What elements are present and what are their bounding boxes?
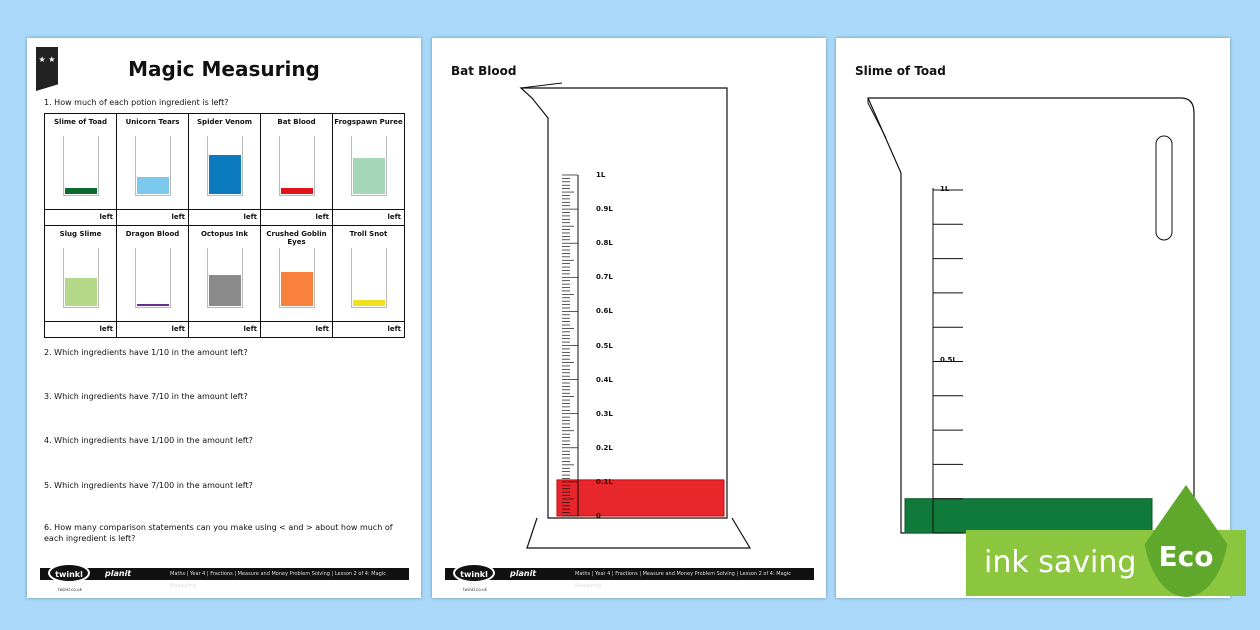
ingredient-cell: Unicorn Tears bbox=[116, 113, 189, 210]
page-title: Slime of Toad bbox=[855, 64, 946, 78]
ingredient-cell: Frogspawn Puree bbox=[332, 113, 405, 210]
question-1: 1. How much of each potion ingredient is… bbox=[44, 98, 229, 107]
twinkl-logo: twinkl bbox=[48, 563, 90, 583]
scale-label: 0.3L bbox=[596, 409, 613, 418]
liquid-fill bbox=[352, 157, 385, 194]
scale-label: 0.7L bbox=[596, 273, 613, 282]
ingredient-name: Frogspawn Puree bbox=[334, 118, 403, 126]
worksheet-page-3[interactable]: Slime of Toad 1L 0.5L bbox=[836, 38, 1230, 598]
worksheet-page-2[interactable]: Bat Blood 1L 0.9L 0.8L 0.7L 0.6L 0.5L 0.4L 0.3L… bbox=[432, 38, 826, 598]
planit-logo: planit bbox=[510, 569, 537, 578]
mini-beaker bbox=[62, 136, 99, 196]
question-2: 2. Which ingredients have 1/10 in the am… bbox=[44, 348, 248, 357]
footer-bar: twinkl planit Maths | Year 4 | Fractions |… bbox=[40, 563, 409, 592]
ingredient-cell: Dragon Blood bbox=[116, 225, 189, 322]
scale-label: 0.2L bbox=[596, 443, 613, 452]
footer-text: Maths | Year 4 | Fractions | Measure and… bbox=[575, 571, 791, 589]
liquid-fill bbox=[352, 300, 385, 306]
mini-beaker bbox=[134, 248, 171, 308]
ingredient-cell: Slug Slime bbox=[44, 225, 117, 322]
mini-beaker bbox=[278, 136, 315, 196]
answer-cell[interactable]: left bbox=[260, 321, 333, 338]
scale-label: 0.1L bbox=[596, 477, 613, 486]
liquid-fill bbox=[208, 275, 241, 306]
liquid-fill bbox=[64, 188, 97, 194]
ingredient-cell: Troll Snot bbox=[332, 225, 405, 322]
scale-label: 0.5L bbox=[596, 341, 613, 350]
answer-cell[interactable]: left bbox=[44, 321, 117, 338]
liquid-fill bbox=[64, 278, 97, 306]
liquid-fill bbox=[904, 498, 1153, 534]
question-6: 6. How many comparison statements can yo… bbox=[44, 523, 393, 543]
ingredients-table: Slime of Toad Unicorn Tears Spider Venom Ba… bbox=[44, 113, 405, 338]
page-title: Bat Blood bbox=[451, 64, 517, 78]
ingredient-cell: Bat Blood bbox=[260, 113, 333, 210]
ingredient-cell: Crushed Goblin Eyes bbox=[260, 225, 333, 322]
liquid-fill bbox=[208, 154, 241, 194]
question-4: 4. Which ingredients have 1/100 in the a… bbox=[44, 436, 253, 445]
ingredient-cell: Slime of Toad bbox=[44, 113, 117, 210]
label-0-5l: 0.5L bbox=[940, 356, 957, 364]
liquid-fill bbox=[136, 304, 169, 306]
liquid-fill bbox=[280, 188, 313, 194]
mini-beaker bbox=[206, 248, 243, 308]
footer-site: twinkl.co.uk bbox=[463, 587, 487, 592]
scale-label: 0.8L bbox=[596, 239, 613, 248]
ingredient-name: Unicorn Tears bbox=[125, 118, 180, 126]
mini-beaker bbox=[350, 136, 387, 196]
liquid-fill bbox=[556, 479, 725, 517]
star-ribbon-icon: ★ ★ bbox=[36, 47, 58, 91]
ingredient-name: Troll Snot bbox=[349, 230, 388, 238]
question-3: 3. Which ingredients have 7/10 in the am… bbox=[44, 392, 248, 401]
scale-label: 1L bbox=[596, 171, 606, 179]
mini-beaker bbox=[206, 136, 243, 196]
answer-cell[interactable]: left bbox=[332, 209, 405, 226]
scale-label: 0.9L bbox=[596, 205, 613, 214]
ingredient-name: Bat Blood bbox=[277, 118, 316, 126]
mini-beaker bbox=[350, 248, 387, 308]
footer-site: twinkl.co.uk bbox=[58, 587, 82, 592]
page-title: Magic Measuring bbox=[128, 57, 320, 81]
answer-cell[interactable]: left bbox=[332, 321, 405, 338]
mini-beaker bbox=[62, 248, 99, 308]
answer-cell[interactable]: left bbox=[188, 209, 261, 226]
ingredient-cell: Spider Venom bbox=[188, 113, 261, 210]
twinkl-logo: twinkl bbox=[453, 563, 495, 583]
planit-logo: planit bbox=[105, 569, 132, 578]
answer-cell[interactable]: left bbox=[116, 209, 189, 226]
liquid-fill bbox=[280, 272, 313, 306]
footer-bar: twinkl planit Maths | Year 4 | Fractions |… bbox=[445, 563, 814, 592]
answer-cell[interactable]: left bbox=[116, 321, 189, 338]
ingredient-name: Spider Venom bbox=[197, 118, 252, 126]
ingredient-name: Crushed Goblin Eyes bbox=[266, 230, 327, 246]
ingredient-cell: Octopus Ink bbox=[188, 225, 261, 322]
scale-label: 0.4L bbox=[596, 375, 613, 384]
ingredient-name: Slug Slime bbox=[59, 230, 102, 238]
mini-beaker bbox=[134, 136, 171, 196]
ingredient-name: Dragon Blood bbox=[125, 230, 180, 238]
footer-text: Maths | Year 4 | Fractions | Measure and… bbox=[170, 571, 386, 589]
label-1l: 1L bbox=[940, 185, 950, 193]
measuring-cylinder bbox=[519, 82, 752, 549]
mini-beaker bbox=[278, 248, 315, 308]
liquid-fill bbox=[136, 177, 169, 194]
scale-label: 0 bbox=[596, 512, 601, 520]
ingredient-name: Slime of Toad bbox=[54, 118, 107, 126]
answer-cell[interactable]: left bbox=[44, 209, 117, 226]
worksheet-page-1[interactable]: ★ ★ Magic Measuring 1. How much of each … bbox=[27, 38, 421, 598]
answer-cell[interactable]: left bbox=[260, 209, 333, 226]
scale-label: 0.6L bbox=[596, 307, 613, 316]
ingredient-name: Octopus Ink bbox=[200, 230, 249, 238]
answer-cell[interactable]: left bbox=[188, 321, 261, 338]
question-5: 5. Which ingredients have 7/100 in the a… bbox=[44, 481, 253, 490]
